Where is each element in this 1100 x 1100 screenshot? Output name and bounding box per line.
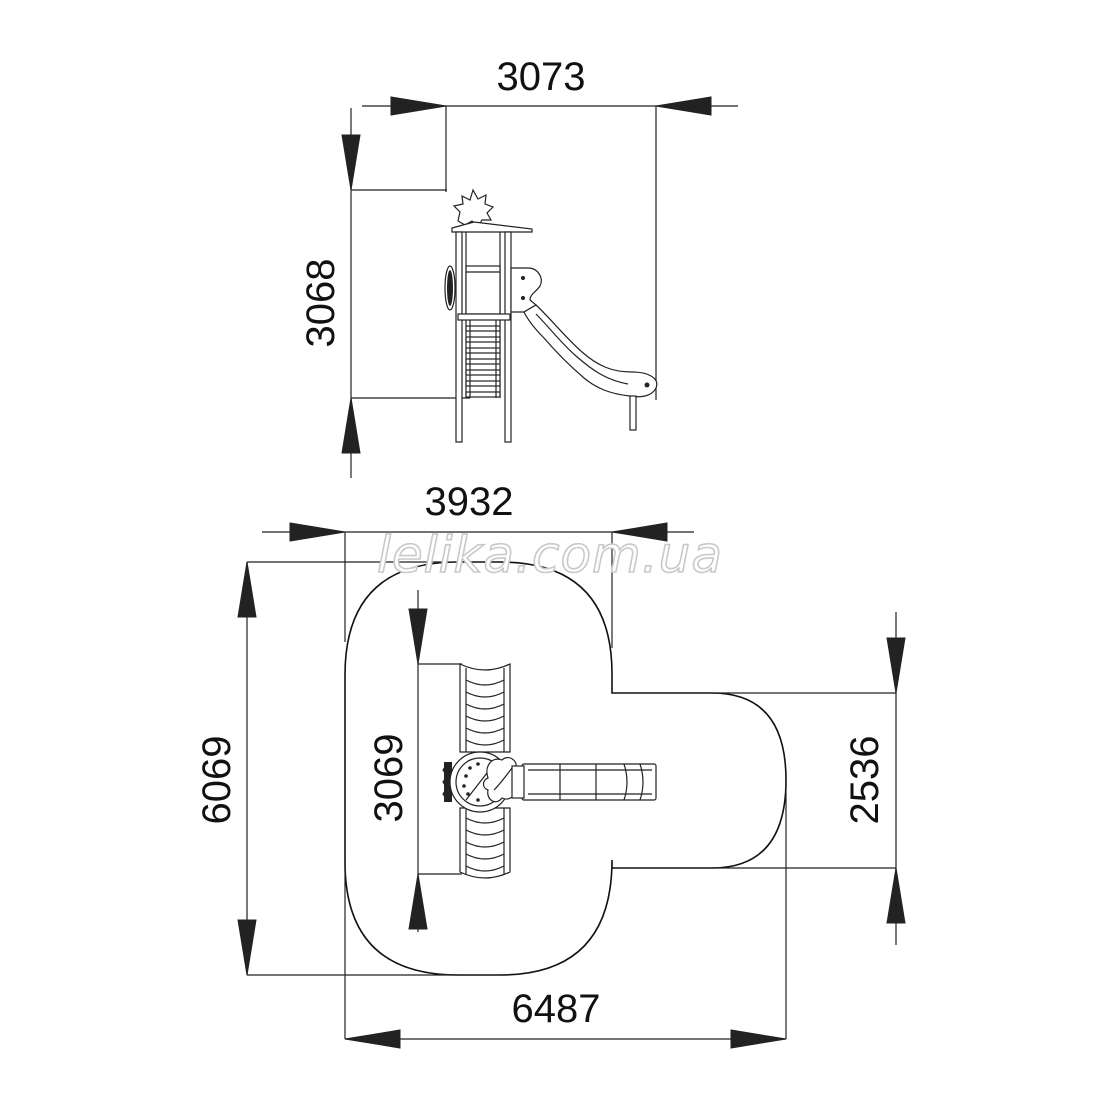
ladder [465,320,501,398]
plan-top-width-dimension: 3932 [262,480,694,648]
deck [457,313,511,321]
tower-post-right [504,231,512,443]
side-width-dimension: 3073 [362,55,738,400]
side-width-label: 3073 [497,55,586,99]
plan-total-height-dimension: 6069 [195,561,458,976]
plan-inner-height-label: 3069 [367,734,411,823]
upper-ladder [459,663,511,753]
arrowhead-up-icon [886,867,906,924]
steering-wheel-icon [442,762,452,802]
arrowhead-up-icon [408,873,428,930]
side-height-label: 3068 [299,259,343,348]
watermark: lelika.com.ua [377,526,723,584]
arrowhead-down-icon [341,134,361,191]
plan-total-width-label: 6487 [512,987,601,1031]
plan-total-width-dimension: 6487 [344,780,787,1049]
equipment-plan [442,663,657,879]
safety-zone-outline [344,561,787,976]
slide-leg [629,395,637,431]
arrowhead-up-icon [341,397,361,454]
plan-total-height-label: 6069 [195,736,239,825]
side-view: 3073 3068 [299,55,738,478]
slide-plan [511,763,657,801]
arrowhead-down-icon [886,637,906,694]
plan-top-width-label: 3932 [425,480,514,524]
plan-arm-height-label: 2536 [843,736,887,825]
arrowhead-left-icon [611,522,668,542]
arrowhead-up-icon [237,561,257,618]
arrowhead-left-icon [655,96,712,116]
roof [451,221,533,233]
arrowhead-right-icon [390,96,447,116]
arrowhead-down-icon [237,919,257,976]
lower-ladder [459,807,511,879]
arrowhead-right-icon [289,522,346,542]
slide-chute [523,304,658,398]
tower-post-left [455,231,463,443]
slide-side-panel [510,267,542,313]
tower-elevation [444,188,658,443]
plan-arm-height-dimension: 2536 [712,612,906,945]
roof-ornament [452,188,495,228]
arrowhead-left-icon [344,1029,401,1049]
side-height-dimension: 3068 [299,108,470,478]
arrowhead-right-icon [730,1029,787,1049]
wall-panel [465,265,501,315]
plan-view: 3932 6069 3069 253 [195,480,906,1049]
plan-inner-height-dimension: 3069 [367,590,462,932]
arrowhead-down-icon [408,608,428,665]
